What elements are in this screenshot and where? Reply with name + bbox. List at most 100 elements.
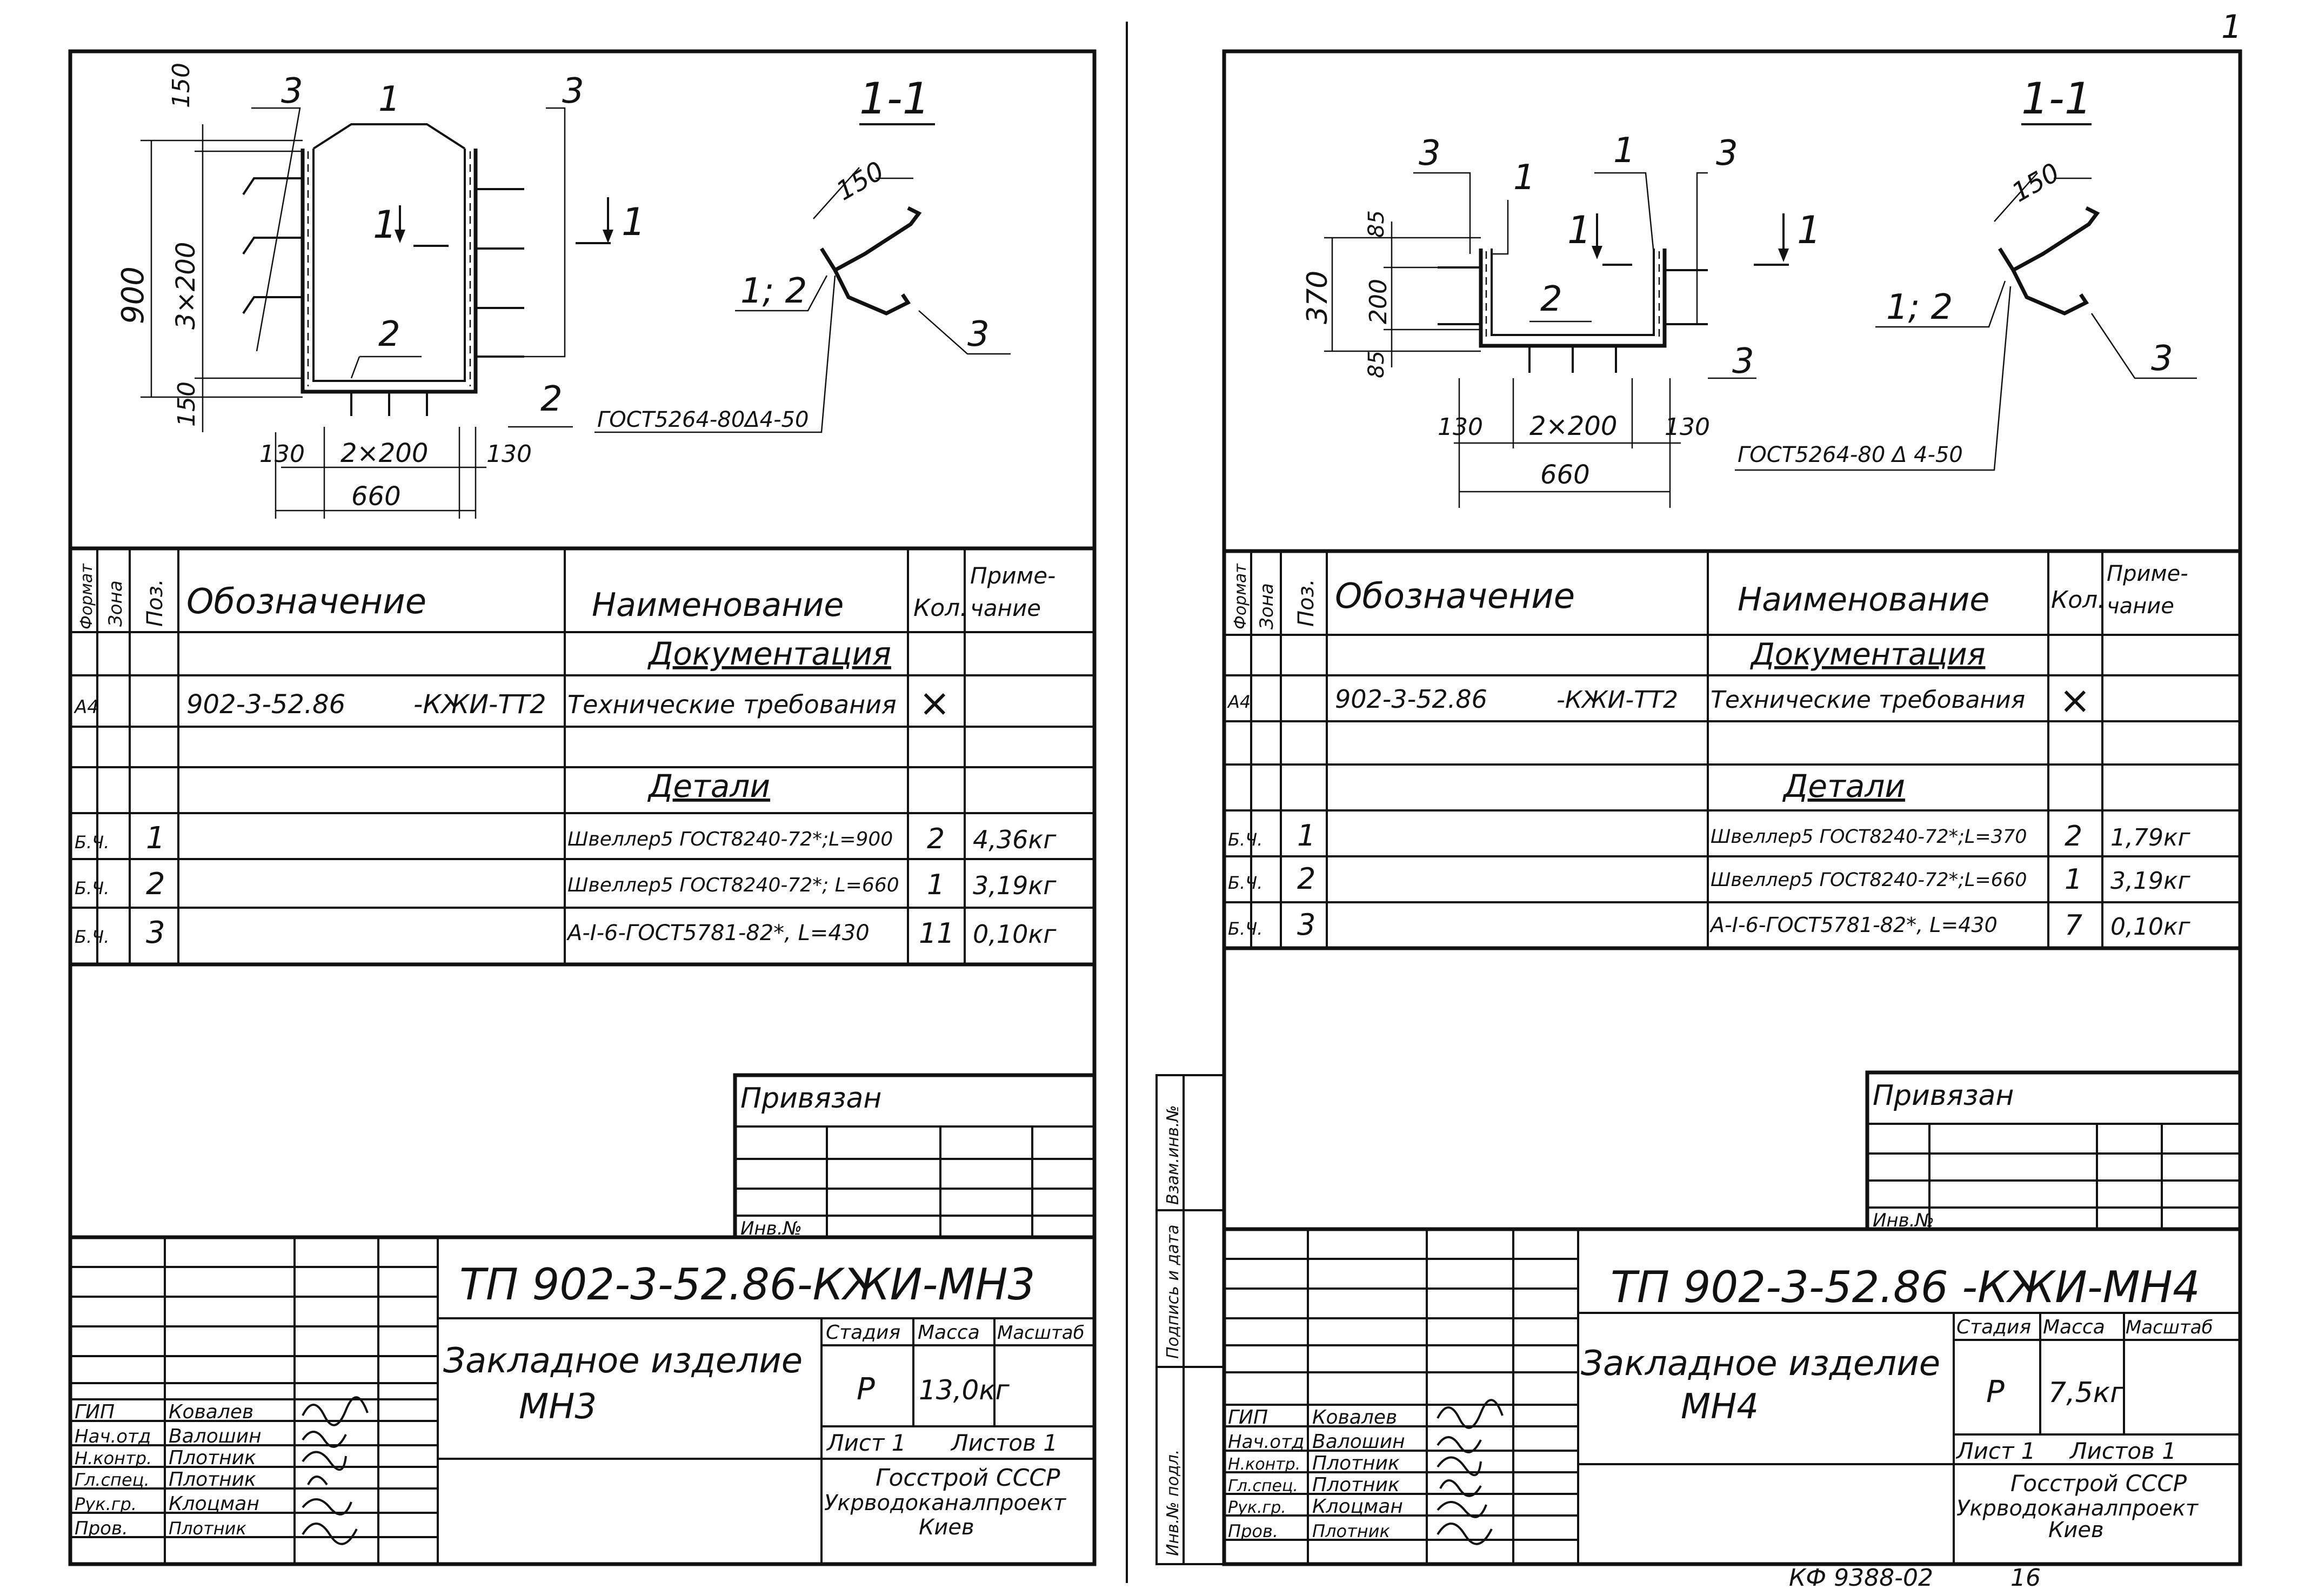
detail-weld: ГОСТ5264-80Δ4-50: [597, 407, 809, 432]
dim-pitch: 200: [1365, 279, 1392, 324]
dim-right: 130: [486, 440, 532, 468]
staff-name: Плотник: [169, 1518, 246, 1539]
row2-name: Швеллер5 ГОСТ8240-72*;L=660: [1711, 869, 2027, 891]
row3-pos: 3: [1297, 908, 1315, 942]
signature-marks: [302, 1396, 369, 1545]
header-format: Формат: [1231, 563, 1250, 629]
header-pos: Поз.: [1294, 579, 1319, 627]
mass-value: 13,0кг: [919, 1374, 1010, 1406]
staff-role: Гл.спец.: [1228, 1477, 1298, 1496]
row3-note: 0,10кг: [973, 920, 1057, 949]
mass-label: Масса: [918, 1322, 980, 1344]
staff-name: Ковалев: [1312, 1406, 1397, 1429]
binding-label: Привязан: [740, 1082, 881, 1115]
mass-value: 7,5кг: [2048, 1377, 2125, 1409]
row1-format: Б.Ч.: [75, 832, 109, 853]
row3-note: 0,10кг: [2110, 913, 2191, 941]
staff-name: Валошин: [169, 1425, 262, 1447]
side-stamp: Взам.инв.№ Подпись и дата Инв.№ подл.: [1155, 1074, 1225, 1565]
doc-name: Технические требования: [1711, 686, 2025, 714]
staff-name: Клоцман: [169, 1493, 259, 1515]
binding-label: Привязан: [1873, 1079, 2014, 1112]
dim-mid: 2×200: [340, 438, 428, 468]
dim-left: 130: [259, 440, 305, 468]
header-zone: Зона: [1256, 583, 1278, 629]
drawing-code: ТП 902-3-52.86-КЖИ-МН3: [459, 1259, 1035, 1310]
org-line-1: Госстрой СССР: [876, 1464, 1060, 1492]
callout-pos2: 2: [1540, 279, 1562, 319]
staff-role: Рук.гр.: [75, 1494, 137, 1514]
item-name: Закладное изделие: [1581, 1344, 1940, 1384]
section-arrow-label-2: 1: [1797, 208, 1821, 252]
signature-marks: [1437, 1399, 1504, 1545]
page-number: 16: [2010, 1564, 2041, 1592]
dim-height: 370: [1301, 271, 1334, 324]
staff-name: Ковалев: [169, 1401, 253, 1423]
dim-left: 130: [1438, 413, 1483, 441]
row2-pos: 2: [146, 867, 165, 902]
dim-top: 85: [1364, 210, 1389, 238]
section-label: 1-1: [2021, 73, 2092, 124]
dim-mid: 2×200: [1529, 411, 1617, 441]
scale-label: Масштаб: [997, 1322, 1085, 1344]
staff-name: Плотник: [169, 1447, 256, 1469]
doc-designation: 902-3-52.86: [186, 689, 345, 720]
staff-role: Гл.спец.: [75, 1470, 150, 1490]
dim-width: 660: [351, 481, 401, 512]
doc-qty: ×: [2059, 678, 2091, 722]
header-format: Формат: [77, 563, 96, 629]
staff-role: Нач.отд: [75, 1426, 151, 1447]
item-name: Закладное изделие: [443, 1341, 803, 1381]
section-arrow-label: 1: [1567, 208, 1592, 252]
sheets-count: Листов 1: [950, 1430, 1058, 1456]
section-arrow-label-2: 1: [622, 200, 646, 244]
stage-value: Р: [857, 1372, 875, 1407]
row1-pos: 1: [1297, 819, 1315, 853]
detail-rod: 3: [967, 314, 990, 354]
org-line-2: Укрводоканалпроект: [1956, 1496, 2199, 1521]
sheets-count: Листов 1: [2069, 1438, 2176, 1464]
item-mark: МН3: [519, 1387, 597, 1427]
callout-pos2b: 2: [540, 379, 563, 419]
header-note-2: чание: [970, 595, 1041, 621]
callout-pos3b: 3: [1716, 133, 1738, 173]
row1-name: Швеллер5 ГОСТ8240-72*;L=900: [567, 828, 893, 850]
detail-parts: 1; 2: [1886, 287, 1953, 327]
stamp-replaced: Взам.инв.№: [1164, 1105, 1183, 1205]
row1-format: Б.Ч.: [1228, 829, 1262, 850]
org-line-3: Киев: [2048, 1518, 2104, 1543]
section-detail-mn4: 1-1 150 1; 2 3 ГОСТ5264-80 Δ 4-50: [1735, 73, 2197, 471]
detail-dim-value: 150: [831, 156, 889, 206]
row3-format: Б.Ч.: [1228, 918, 1262, 939]
mass-label: Масса: [2043, 1316, 2105, 1338]
header-pos: Поз.: [143, 579, 168, 627]
archive-number: КФ 9388-02: [1789, 1564, 1933, 1592]
org-line-2: Укрводоканалпроект: [824, 1491, 1067, 1515]
staff-role: ГИП: [75, 1401, 115, 1423]
staff-name: Плотник: [1312, 1452, 1400, 1474]
dim-bottom: 85: [1364, 351, 1389, 378]
callout-pos1b: 1: [1613, 131, 1635, 171]
section-parts: Детали: [1782, 768, 1905, 804]
title-block-mn4: ТП 902-3-52.86 -КЖИ-МН4 Закладное издели…: [1222, 1227, 2242, 1566]
header-designation: Обозначение: [186, 582, 426, 622]
callout-pos3: 3: [281, 71, 303, 111]
sheet-number: Лист 1: [826, 1430, 906, 1456]
doc-format: А4: [1227, 692, 1251, 712]
staff-role: Нач.отд: [1228, 1431, 1304, 1453]
section-label: 1-1: [859, 73, 930, 124]
header-zone: Зона: [105, 580, 126, 627]
header-name: Наименование: [1738, 581, 1989, 619]
header-note: Приме-: [2107, 561, 2188, 586]
row3-qty: 7: [2065, 909, 2082, 942]
doc-designation: 902-3-52.86: [1335, 685, 1487, 714]
callout-pos3c: 3: [1732, 341, 1754, 381]
staff-role: Н.контр.: [75, 1448, 152, 1468]
dim-bottom: 150: [173, 381, 201, 427]
doc-name: Технические требования: [567, 690, 897, 719]
row2-pos: 2: [1297, 862, 1315, 896]
staff-role: Пров.: [75, 1518, 128, 1539]
row3-qty: 11: [919, 917, 954, 950]
staff-role: ГИП: [1228, 1406, 1268, 1429]
row1-pos: 1: [146, 821, 165, 856]
